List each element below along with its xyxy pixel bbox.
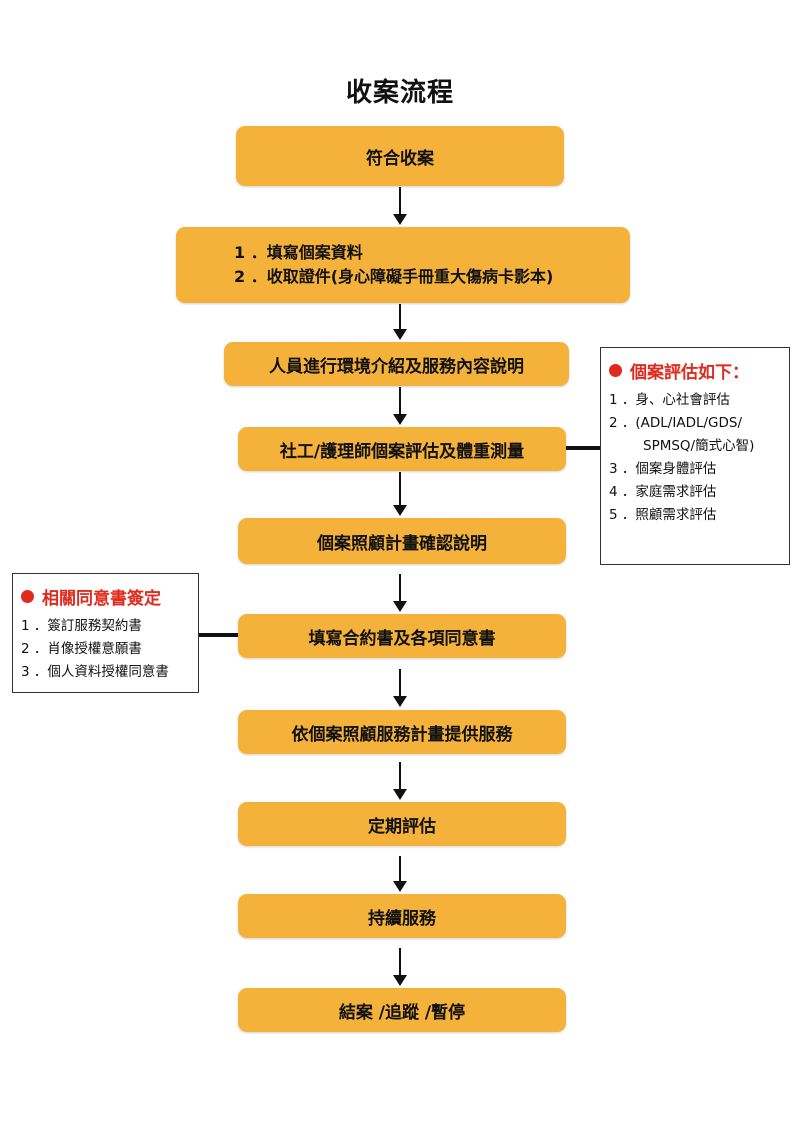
assessment-note-title: 個案評估如下： <box>630 363 749 383</box>
consent-note-title: 相關同意書簽定 <box>42 589 161 609</box>
step-close-follow-pause: 結案 /追蹤 /暫停 <box>238 988 566 1032</box>
step-continue-service: 持續服務 <box>238 894 566 938</box>
assessment-item: 5 ．照顧需求評估 <box>609 507 717 523</box>
assessment-item: 1 ．身、心社會評估 <box>609 392 730 408</box>
step-provide-service: 依個案照顧服務計畫提供服務 <box>238 710 566 754</box>
bullet-dot-icon <box>21 590 34 603</box>
consent-note-heading: 相關同意書簽定 <box>21 584 190 609</box>
step-social-nurse-assessment: 社工/護理師個案評估及體重測量 <box>238 427 566 471</box>
assessment-item: 4 ．家庭需求評估 <box>609 484 717 500</box>
consent-note: 相關同意書簽定 1 ．簽訂服務契約書 2 ．肖像授權意願書 3 ．個人資料授權同… <box>12 573 199 693</box>
consent-item: 2 ．肖像授權意願書 <box>21 641 142 657</box>
step-periodic-review: 定期評估 <box>238 802 566 846</box>
step-sign-contracts: 填寫合約書及各項同意書 <box>238 614 566 658</box>
step-eligible: 符合收案 <box>236 126 564 186</box>
step-fill-documents: 1 ．填寫個案資料 2 ．收取證件(身心障礙手冊重大傷病卡影本) <box>176 227 630 303</box>
assessment-note-heading: 個案評估如下： <box>609 358 781 383</box>
step-line-fill-data: 1 ．填寫個案資料 <box>234 243 363 262</box>
bullet-dot-icon <box>609 364 622 377</box>
assessment-note: 個案評估如下： 1 ．身、心社會評估 2 ．(ADL/IADL/GDS/ SPM… <box>600 347 790 565</box>
assessment-connector <box>566 446 601 450</box>
consent-connector <box>199 633 238 637</box>
consent-item: 3 ．個人資料授權同意書 <box>21 664 169 680</box>
consent-item: 1 ．簽訂服務契約書 <box>21 618 142 634</box>
assessment-item-continued: SPMSQ/簡式心智) <box>643 438 755 454</box>
step-care-plan-confirm: 個案照顧計畫確認說明 <box>238 518 566 564</box>
assessment-item: 3 ．個案身體評估 <box>609 461 717 477</box>
step-environment-intro: 人員進行環境介紹及服務內容說明 <box>224 342 569 386</box>
page-title: 收案流程 <box>345 78 454 108</box>
step-line-collect-certificates: 2 ．收取證件(身心障礙手冊重大傷病卡影本) <box>234 267 554 286</box>
assessment-item: 2 ．(ADL/IADL/GDS/ <box>609 415 743 431</box>
